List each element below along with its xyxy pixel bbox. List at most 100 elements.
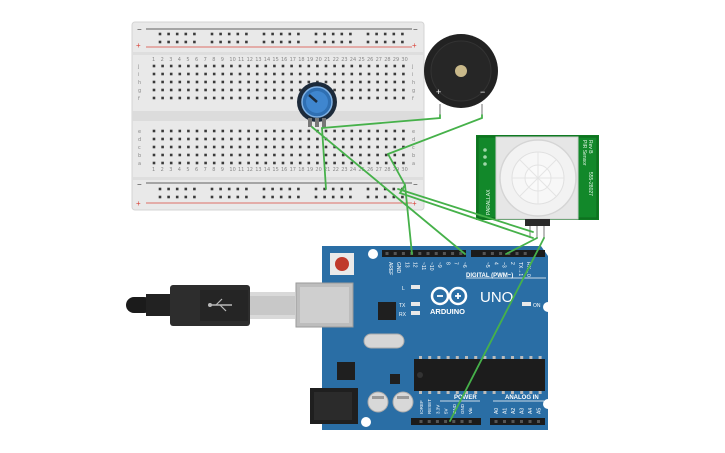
breadboard-hole[interactable] [238,137,242,141]
rail-hole[interactable] [245,195,248,199]
breadboard-hole[interactable] [273,161,276,165]
breadboard-hole[interactable] [333,72,336,76]
breadboard-hole[interactable] [333,64,336,68]
breadboard-hole[interactable] [247,129,250,133]
rail-hole[interactable] [383,195,387,199]
breadboard-hole[interactable] [298,64,302,68]
rail-hole[interactable] [279,195,283,199]
breadboard-hole[interactable] [290,64,293,68]
breadboard-hole[interactable] [238,88,242,92]
breadboard-hole[interactable] [341,145,345,149]
breadboard-hole[interactable] [376,72,379,76]
breadboard-hole[interactable] [230,145,233,149]
breadboard-hole[interactable] [264,64,268,68]
breadboard-hole[interactable] [212,153,216,157]
rail-hole[interactable] [323,195,326,199]
breadboard-hole[interactable] [195,161,199,165]
breadboard-hole[interactable] [204,88,207,92]
rail-hole[interactable] [297,32,300,36]
breadboard-hole[interactable] [402,64,405,68]
breadboard-hole[interactable] [281,64,285,68]
rail-hole[interactable] [383,40,387,44]
breadboard-hole[interactable] [393,80,397,84]
rail-hole[interactable] [167,40,170,44]
breadboard-hole[interactable] [402,72,405,76]
rail-hole[interactable] [401,195,404,199]
breadboard-hole[interactable] [273,64,276,68]
breadboard-hole[interactable] [273,137,276,141]
breadboard-hole[interactable] [350,161,354,165]
breadboard-hole[interactable] [367,80,371,84]
rail-hole[interactable] [323,32,326,36]
breadboard-hole[interactable] [187,145,190,149]
rail-hole[interactable] [245,32,248,36]
breadboard-hole[interactable] [333,88,336,92]
breadboard-hole[interactable] [195,153,199,157]
rail-hole[interactable] [375,195,378,199]
rail-hole[interactable] [340,32,344,36]
breadboard-hole[interactable] [230,153,233,157]
breadboard-hole[interactable] [298,129,302,133]
breadboard-hole[interactable] [204,96,207,100]
rail-hole[interactable] [236,32,240,36]
rail-hole[interactable] [392,32,396,36]
breadboard-hole[interactable] [152,145,156,149]
breadboard-hole[interactable] [402,129,405,133]
breadboard-hole[interactable] [230,88,233,92]
breadboard-hole[interactable] [350,137,354,141]
breadboard-hole[interactable] [169,145,173,149]
breadboard-hole[interactable] [359,72,362,76]
breadboard-hole[interactable] [212,145,216,149]
breadboard-hole[interactable] [359,137,362,141]
rail-hole[interactable] [366,32,370,36]
rail-hole[interactable] [175,195,179,199]
breadboard-hole[interactable] [376,145,379,149]
rail-hole[interactable] [383,187,387,191]
header-pin[interactable] [490,252,494,255]
breadboard-hole[interactable] [376,129,379,133]
breadboard-hole[interactable] [212,80,216,84]
rail-hole[interactable] [314,32,318,36]
header-pin[interactable] [401,252,405,255]
header-pin[interactable] [393,252,397,255]
breadboard-hole[interactable] [359,96,362,100]
breadboard-hole[interactable] [204,137,207,141]
breadboard-hole[interactable] [341,161,345,165]
breadboard-hole[interactable] [324,72,328,76]
rail-hole[interactable] [279,187,283,191]
rail-hole[interactable] [210,40,214,44]
breadboard-hole[interactable] [341,72,345,76]
breadboard-hole[interactable] [255,88,259,92]
breadboard-hole[interactable] [367,145,371,149]
breadboard-hole[interactable] [221,145,225,149]
breadboard-hole[interactable] [324,80,328,84]
breadboard-hole[interactable] [341,96,345,100]
header-pin[interactable] [520,420,523,423]
breadboard-hole[interactable] [367,72,371,76]
breadboard-hole[interactable] [221,137,225,141]
breadboard-hole[interactable] [376,96,379,100]
breadboard-hole[interactable] [376,153,379,157]
rail-hole[interactable] [219,40,222,44]
breadboard-hole[interactable] [255,129,259,133]
rail-hole[interactable] [279,32,283,36]
breadboard-hole[interactable] [307,80,311,84]
breadboard-hole[interactable] [247,137,250,141]
breadboard-hole[interactable] [333,80,336,84]
breadboard-hole[interactable] [333,137,336,141]
rail-hole[interactable] [271,195,274,199]
breadboard-hole[interactable] [290,96,293,100]
breadboard-hole[interactable] [161,80,164,84]
breadboard-hole[interactable] [169,72,173,76]
breadboard-hole[interactable] [359,64,362,68]
breadboard-hole[interactable] [341,137,345,141]
breadboard-hole[interactable] [316,64,319,68]
rail-hole[interactable] [271,187,274,191]
breadboard-hole[interactable] [152,64,156,68]
breadboard-hole[interactable] [178,64,182,68]
breadboard-hole[interactable] [341,129,345,133]
breadboard-hole[interactable] [195,64,199,68]
breadboard-hole[interactable] [195,88,199,92]
rail-hole[interactable] [366,187,370,191]
breadboard-hole[interactable] [264,145,268,149]
